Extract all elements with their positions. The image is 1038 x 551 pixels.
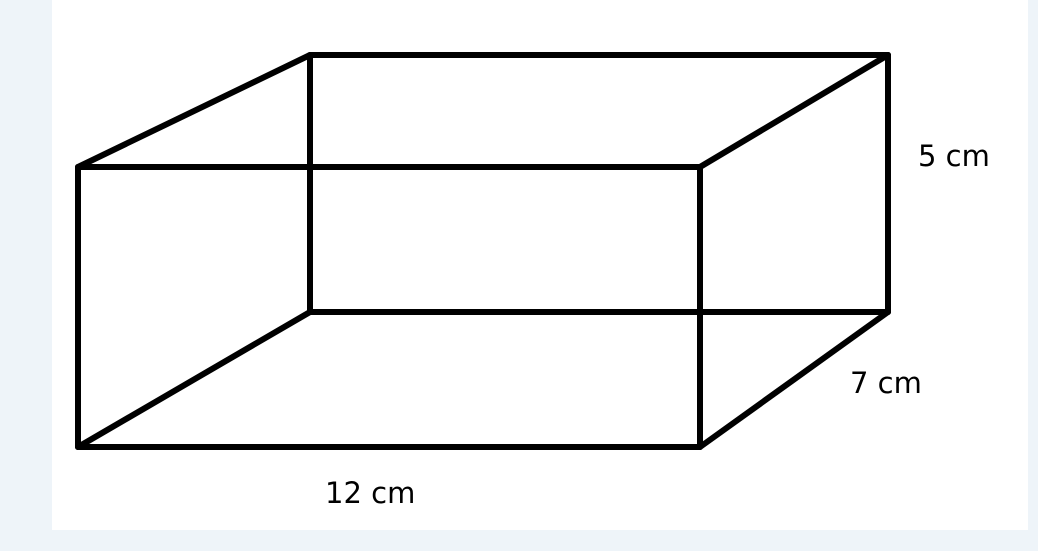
depth-edge-top-right <box>697 52 891 170</box>
depth-edge-bottom-left <box>75 309 313 450</box>
depth-edge-top-left <box>75 52 313 170</box>
depth-label: 7 cm <box>850 366 922 400</box>
figure-canvas <box>52 0 1028 530</box>
depth-edge-bottom-right <box>697 309 891 450</box>
height-label: 5 cm <box>918 139 990 173</box>
length-label: 12 cm <box>325 476 415 510</box>
